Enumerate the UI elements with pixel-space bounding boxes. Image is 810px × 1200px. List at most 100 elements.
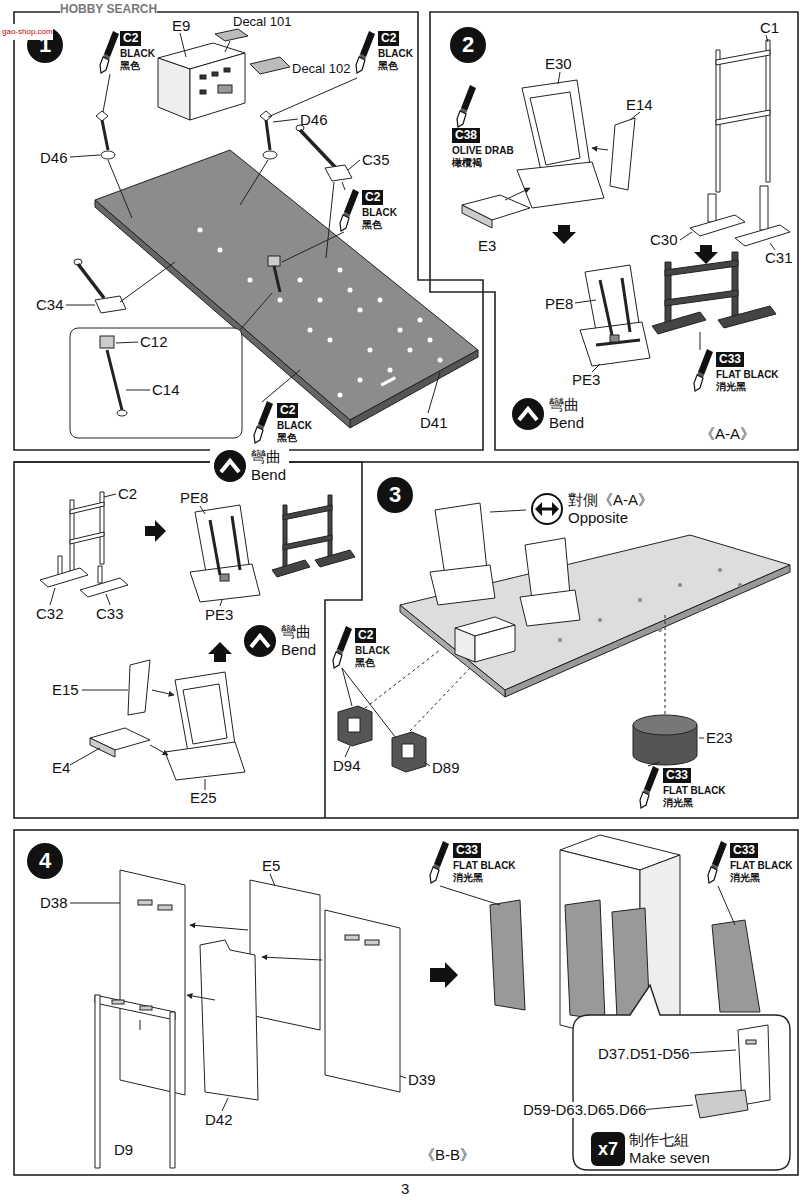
part-number: D42 <box>205 1112 233 1128</box>
part-number: E15 <box>52 682 79 698</box>
paint-callout: C2BLACK黑色 <box>362 190 397 231</box>
part-number: D38 <box>40 895 68 911</box>
seat-frame-painted <box>272 495 355 577</box>
part-number: C34 <box>36 297 64 313</box>
paint-code: C38 <box>452 128 480 143</box>
paint-name: OLIVE DRAB <box>452 145 514 157</box>
part-number: C31 <box>765 250 793 266</box>
part-number: 《B-B》 <box>420 1147 475 1163</box>
instruction-text: Opposite <box>568 509 653 527</box>
opposite-icon <box>530 492 564 526</box>
plate-holes <box>558 568 742 647</box>
part-number: PE8 <box>545 296 573 312</box>
part-number: C2 <box>118 486 137 502</box>
instruction-text: 彎曲 <box>281 623 316 641</box>
part-number: Decal 102 <box>292 61 351 77</box>
part-number: D59-D63.D65.D66 <box>523 1102 646 1118</box>
small-parts <box>70 111 352 438</box>
paint-name: BLACK <box>277 420 312 432</box>
part-number: E9 <box>172 18 190 34</box>
instruction-text: 對側《A-A》 <box>568 491 653 509</box>
paint-code: C33 <box>663 768 691 783</box>
part-number: C32 <box>36 606 64 622</box>
step-arrow <box>145 520 232 662</box>
part-number: D46 <box>40 150 68 166</box>
part-number: E30 <box>545 56 572 72</box>
zoom-bubble <box>573 985 790 1170</box>
step-number: 2 <box>450 27 486 63</box>
part-number: E4 <box>52 760 70 776</box>
instruction-text: Bend <box>251 466 286 484</box>
part-number: D89 <box>432 760 460 776</box>
seat-with-belts <box>580 265 650 366</box>
part-number: PE3 <box>205 607 233 623</box>
paint-name: BLACK <box>355 645 390 657</box>
instruction-text: 制作七組 <box>629 1131 710 1149</box>
paint-name: 消光黑 <box>730 872 760 884</box>
part-number: E14 <box>626 97 653 113</box>
step-arrow <box>552 225 718 264</box>
part-number: D37.D51-D56 <box>598 1046 690 1062</box>
leader-line <box>66 33 440 413</box>
paint-name: 黑色 <box>277 432 297 444</box>
bend-instruction: 彎曲Bend <box>210 447 289 485</box>
step-arrow <box>430 962 458 988</box>
part-number: PE8 <box>180 490 208 506</box>
part-number: E3 <box>478 238 496 254</box>
leader-line <box>50 494 704 790</box>
part-number: Decal 101 <box>233 14 292 30</box>
paint-name: FLAT BLACK <box>453 860 516 872</box>
step-panel: 1C2BLACK黑色C2BLACK黑色C2BLACK黑色C2BLACK黑色 <box>14 12 418 450</box>
wall-panel <box>95 870 400 1168</box>
seat-frame <box>40 492 128 597</box>
paint-code: C2 <box>362 190 383 205</box>
seat-with-belts <box>190 505 260 602</box>
instruction-text: 彎曲 <box>549 396 584 414</box>
paint-callout: C2BLACK黑色 <box>355 628 390 669</box>
paint-name: 黑色 <box>378 60 398 72</box>
step-number: 4 <box>27 843 63 879</box>
step-panel: 2C38OLIVE DRAB橄欖褐C33FLAT BLACK消光黑彎曲Bend <box>430 12 798 450</box>
part-number: C1 <box>760 20 779 36</box>
watermark: gao-shop.com <box>2 24 53 40</box>
paint-callout: C33FLAT BLACK消光黑 <box>730 843 793 884</box>
instruction-text: 彎曲 <box>251 448 286 466</box>
step-panel: 3彎曲Bend對側《A-A》Opposite彎曲BendC2BLACK黑色C33… <box>14 462 798 818</box>
paint-name: 消光黑 <box>663 797 693 809</box>
instruction-text: Bend <box>549 414 584 432</box>
instruction-text: Bend <box>281 641 316 659</box>
paint-callout: C2BLACK黑色 <box>120 31 155 72</box>
paint-code: C33 <box>730 843 758 858</box>
paint-name: BLACK <box>362 207 397 219</box>
part-number: D39 <box>408 1072 436 1088</box>
bend-icon <box>243 624 277 658</box>
quantity-callout: x7制作七組Make seven <box>588 1130 713 1168</box>
console <box>158 29 290 120</box>
part-number: D41 <box>420 415 448 431</box>
bend-icon <box>213 449 247 483</box>
paint-name: 黑色 <box>355 657 375 669</box>
assembled-parts <box>338 503 697 772</box>
seat-frame-painted <box>652 252 776 334</box>
part-number: HOBBY SEARCH <box>60 1 157 17</box>
bend-icon <box>511 397 545 431</box>
paint-code: C33 <box>453 843 481 858</box>
part-number: PE3 <box>572 372 600 388</box>
paint-callout: C38OLIVE DRAB橄欖褐 <box>452 128 514 169</box>
seat-frame <box>690 40 790 246</box>
zoom-parts <box>695 1025 770 1118</box>
paint-name: 黑色 <box>120 60 140 72</box>
part-number: C12 <box>140 334 168 350</box>
step-panel: 4C33FLAT BLACK消光黑C33FLAT BLACK消光黑x7制作七組M… <box>14 830 798 1175</box>
part-number: D46 <box>300 112 328 128</box>
instruction-text: Make seven <box>629 1149 710 1167</box>
step-number: 3 <box>377 477 413 513</box>
paint-brush <box>100 31 727 883</box>
paint-code: C33 <box>716 352 744 367</box>
part-number: E5 <box>262 858 280 874</box>
paint-code: C2 <box>277 403 298 418</box>
paint-callout: C33FLAT BLACK消光黑 <box>453 843 516 884</box>
paint-code: C2 <box>355 628 376 643</box>
paint-name: 橄欖褐 <box>452 157 482 169</box>
